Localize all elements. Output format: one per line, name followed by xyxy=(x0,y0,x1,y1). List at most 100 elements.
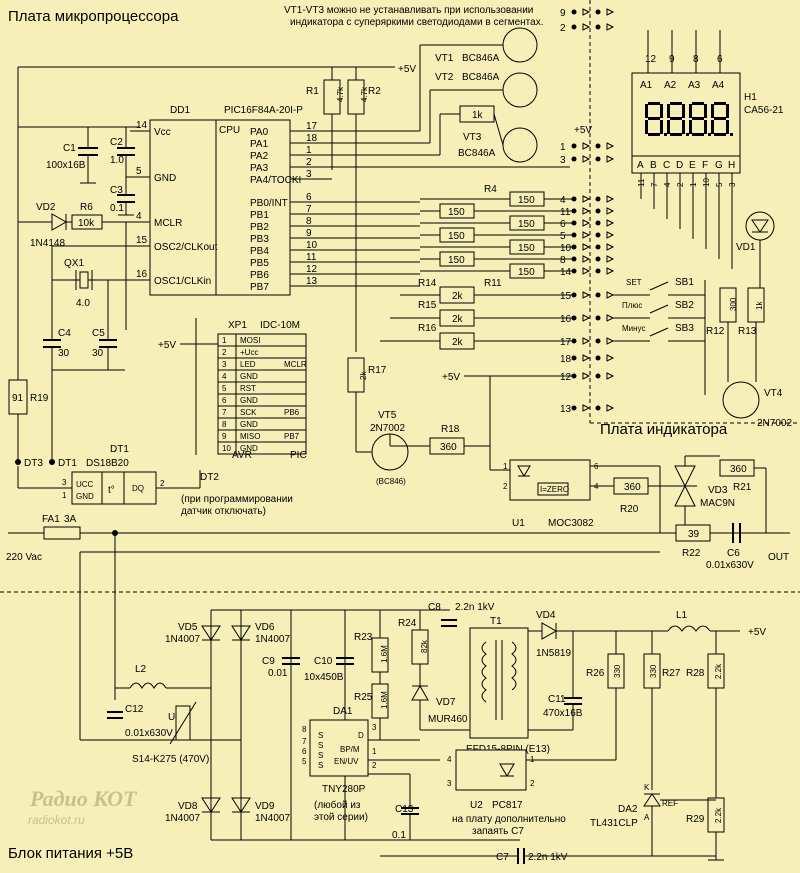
svg-text:6: 6 xyxy=(302,747,307,756)
svg-text:I=ZERO: I=ZERO xyxy=(540,485,569,494)
svg-text:D: D xyxy=(358,731,364,740)
switch-sb2: Плюс SB2 xyxy=(622,300,694,314)
conn-pin-14: 14 xyxy=(560,267,615,278)
h1-seven-seg xyxy=(689,102,711,136)
svg-text:4.0: 4.0 xyxy=(76,298,90,309)
h1-seg-label: E xyxy=(689,160,696,171)
svg-text:12: 12 xyxy=(560,372,572,383)
svg-text:2k: 2k xyxy=(359,371,368,380)
svg-text:C12: C12 xyxy=(125,704,144,715)
svg-text:MOSI: MOSI xyxy=(240,336,260,345)
led-vd1: VD1 xyxy=(736,211,775,253)
net-plus5v-top: +5V xyxy=(398,64,416,75)
svg-text:U1: U1 xyxy=(512,518,525,529)
svg-text:1N4007: 1N4007 xyxy=(165,634,200,645)
svg-text:13: 13 xyxy=(306,276,318,287)
h1-top-pin: 12 xyxy=(645,54,657,65)
sensor-dt1: UCC GND t° DQ DT1 DS18B20 3 1 2 xyxy=(62,444,165,505)
net-out: OUT xyxy=(768,552,789,563)
svg-text:VT5: VT5 xyxy=(378,410,397,421)
svg-text:PB6: PB6 xyxy=(284,408,300,417)
conn-pin-13: 13 xyxy=(560,404,615,415)
conn-pin-18: 18 xyxy=(560,354,615,365)
svg-text:8: 8 xyxy=(302,725,307,734)
capacitor-c13: C13 0.1 xyxy=(392,804,419,841)
conn-pin-8: 8 xyxy=(560,255,615,266)
svg-text:L1: L1 xyxy=(676,610,688,621)
svg-text:0.1: 0.1 xyxy=(110,203,124,214)
svg-text:8: 8 xyxy=(560,255,566,266)
net-plus5v-out: +5V xyxy=(748,627,766,638)
inductor-l1: L1 xyxy=(667,610,711,632)
svg-text:UCC: UCC xyxy=(76,480,94,489)
crystal-qx1: QX1 4.0 xyxy=(64,258,93,309)
svg-text:91: 91 xyxy=(12,393,24,404)
svg-text:0.01: 0.01 xyxy=(268,668,288,679)
svg-text:C8: C8 xyxy=(428,602,441,613)
svg-text:PIC: PIC xyxy=(290,450,307,461)
svg-text:A: A xyxy=(644,813,650,822)
label-dt2: DT2 xyxy=(200,472,219,483)
svg-text:13: 13 xyxy=(560,404,572,415)
svg-text:R1: R1 xyxy=(306,86,319,97)
svg-text:15: 15 xyxy=(136,235,148,246)
conn-pin-17: 17 xyxy=(560,337,615,348)
svg-text:7: 7 xyxy=(302,737,307,746)
regulator-da2: DA2 TL431CLP K A REF xyxy=(590,783,678,829)
svg-text:TL431CLP: TL431CLP xyxy=(590,818,638,829)
svg-text:0.01x630V: 0.01x630V xyxy=(125,728,173,739)
svg-text:330: 330 xyxy=(613,664,622,678)
capacitor-c3: C3 0.1 xyxy=(110,177,135,216)
conn-pin-4: 4 xyxy=(560,195,615,206)
capacitor-c11: C11 470x16B xyxy=(543,694,583,719)
inductor-l2: L2 xyxy=(129,664,167,689)
prog-note-2: датчик отключать) xyxy=(181,506,266,517)
svg-text:PB1: PB1 xyxy=(250,210,269,221)
switch-sb1: SET SB1 xyxy=(626,277,694,291)
svg-text:R20: R20 xyxy=(620,504,639,515)
svg-text:S: S xyxy=(318,741,323,750)
svg-text:360: 360 xyxy=(730,464,747,475)
svg-text:R17: R17 xyxy=(368,365,387,376)
optocoupler-u2: 4 3 1 2 U2 PC817 xyxy=(447,749,535,811)
svg-text:C11: C11 xyxy=(548,694,566,705)
resistor-r27: 330 R27 xyxy=(643,653,681,689)
svg-text:PC817: PC817 xyxy=(492,800,523,811)
svg-text:U2: U2 xyxy=(470,800,483,811)
resistor-r1: 4.7k R1 xyxy=(306,79,345,115)
resistor-r29: 2.2k R29 xyxy=(686,797,725,833)
svg-text:PA3: PA3 xyxy=(250,163,269,174)
capacitor-c6: C6 0.01x630V xyxy=(706,523,754,571)
svg-text:(BC846): (BC846) xyxy=(376,477,406,486)
c7-note-1: на плату дополнительно xyxy=(452,814,566,825)
svg-text:OSC1/CLKin: OSC1/CLKin xyxy=(154,276,211,287)
svg-text:2.2n 1kV: 2.2n 1kV xyxy=(455,602,495,613)
transistor-vt2: VT2 BC846A xyxy=(435,72,538,108)
svg-text:C10: C10 xyxy=(314,656,333,667)
svg-text:R22: R22 xyxy=(682,548,701,559)
svg-text:PB7: PB7 xyxy=(284,432,300,441)
svg-text:0.01x630V: 0.01x630V xyxy=(706,560,754,571)
svg-text:R12: R12 xyxy=(706,326,725,337)
ic-da1: DA1 S S S S BP/M EN/UV D TNY280P (любой … xyxy=(302,706,377,823)
svg-text:10k: 10k xyxy=(78,218,95,229)
svg-text:VT1: VT1 xyxy=(435,53,454,64)
svg-text:DS18B20: DS18B20 xyxy=(86,458,129,469)
resistor-r25: 1.6M R25 xyxy=(354,683,389,719)
svg-text:2: 2 xyxy=(372,761,377,770)
svg-text:10: 10 xyxy=(560,243,572,254)
label-r4: R4 xyxy=(484,184,497,195)
svg-text:3A: 3A xyxy=(64,514,77,525)
svg-text:18: 18 xyxy=(560,354,572,365)
svg-text:5: 5 xyxy=(560,231,566,242)
svg-text:8: 8 xyxy=(306,216,312,227)
svg-text:14: 14 xyxy=(560,267,572,278)
svg-text:150: 150 xyxy=(518,267,535,278)
svg-text:IDC-10M: IDC-10M xyxy=(260,320,300,331)
watermark-title: Радио КОТ xyxy=(29,786,138,811)
resistor-150-5: 150 xyxy=(420,239,572,255)
